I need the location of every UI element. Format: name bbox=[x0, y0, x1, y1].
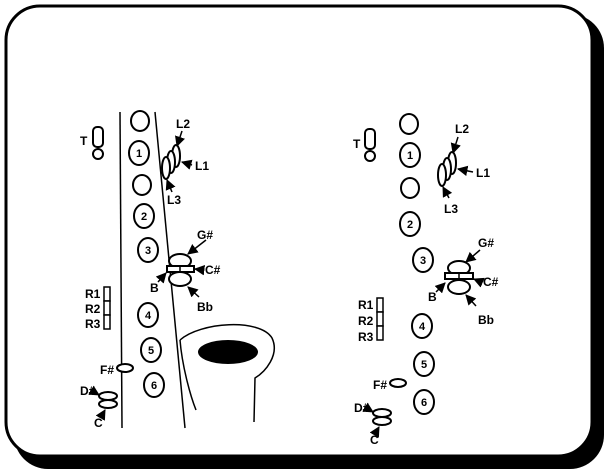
label-g-sharp: G# bbox=[478, 236, 494, 250]
key-top-oval bbox=[130, 110, 150, 132]
left-diagram: T 1 2 3 4 5 6 bbox=[80, 110, 275, 430]
key-c bbox=[98, 399, 118, 409]
thumb-key bbox=[364, 128, 376, 162]
key-4: 4 bbox=[411, 313, 433, 339]
label-l3: L3 bbox=[167, 193, 181, 207]
label-r3: R3 bbox=[85, 317, 101, 331]
key-f-sharp bbox=[389, 378, 407, 388]
label-l3: L3 bbox=[444, 202, 458, 216]
svg-text:6: 6 bbox=[151, 380, 157, 392]
label-b: B bbox=[428, 290, 437, 304]
key-4: 4 bbox=[137, 302, 159, 328]
label-r2: R2 bbox=[358, 314, 374, 328]
label-f-sharp: F# bbox=[373, 378, 387, 392]
svg-text:1: 1 bbox=[136, 148, 142, 160]
label-l1: L1 bbox=[195, 159, 209, 173]
label-l1: L1 bbox=[476, 166, 490, 180]
label-d-sharp: D# bbox=[80, 384, 96, 398]
label-c: C bbox=[370, 433, 379, 447]
label-r3: R3 bbox=[358, 330, 374, 344]
key-d-sharp bbox=[98, 391, 118, 401]
side-key-r2 bbox=[376, 311, 384, 327]
label-f-sharp: F# bbox=[100, 363, 114, 377]
key-b-flat bbox=[447, 279, 471, 295]
side-key-r1 bbox=[376, 297, 384, 313]
sax-bell bbox=[179, 323, 275, 423]
right-diagram: T 1 2 3 4 5 6 bbox=[353, 113, 499, 447]
key-3: 3 bbox=[412, 247, 434, 273]
key-5: 5 bbox=[140, 337, 162, 363]
key-2: 2 bbox=[133, 203, 155, 229]
label-r1: R1 bbox=[85, 287, 101, 301]
key-3: 3 bbox=[137, 237, 159, 263]
label-l2: L2 bbox=[176, 117, 190, 131]
palm-key-l3 bbox=[437, 163, 447, 187]
svg-text:3: 3 bbox=[420, 255, 426, 267]
label-c: C bbox=[94, 416, 103, 430]
label-r2: R2 bbox=[85, 302, 101, 316]
side-key-r3 bbox=[103, 314, 111, 330]
key-2: 2 bbox=[399, 211, 421, 237]
key-open-oval-1 bbox=[400, 177, 420, 199]
key-6: 6 bbox=[143, 372, 165, 398]
key-d-sharp bbox=[372, 408, 392, 418]
key-open-oval-1 bbox=[132, 174, 152, 196]
label-t: T bbox=[80, 134, 88, 148]
sax-bell-opening bbox=[198, 340, 258, 364]
label-c-sharp: C# bbox=[483, 275, 499, 289]
label-c-sharp: C# bbox=[205, 263, 221, 277]
svg-text:3: 3 bbox=[145, 245, 151, 257]
svg-text:4: 4 bbox=[145, 310, 152, 322]
label-b: B bbox=[150, 281, 159, 295]
side-key-r3 bbox=[376, 325, 384, 341]
label-l2: L2 bbox=[455, 122, 469, 136]
key-1: 1 bbox=[399, 142, 421, 168]
key-f-sharp bbox=[116, 363, 134, 373]
thumb-key bbox=[92, 126, 104, 160]
key-1: 1 bbox=[128, 140, 150, 166]
side-key-r2 bbox=[103, 300, 111, 316]
palm-key-l3 bbox=[161, 156, 171, 180]
svg-text:2: 2 bbox=[407, 219, 413, 231]
label-b-flat: Bb bbox=[478, 313, 494, 327]
key-top-oval bbox=[399, 113, 419, 135]
svg-text:1: 1 bbox=[407, 150, 413, 162]
key-6: 6 bbox=[413, 389, 435, 415]
key-c bbox=[372, 416, 392, 426]
svg-text:2: 2 bbox=[141, 211, 147, 223]
sax-body-left-edge bbox=[119, 111, 123, 429]
label-t: T bbox=[353, 137, 361, 151]
label-r1: R1 bbox=[358, 298, 374, 312]
key-b-flat bbox=[168, 271, 192, 287]
label-b-flat: Bb bbox=[197, 300, 213, 314]
label-d-sharp: D# bbox=[354, 401, 370, 415]
svg-text:6: 6 bbox=[421, 397, 427, 409]
svg-text:5: 5 bbox=[148, 345, 154, 357]
svg-text:4: 4 bbox=[419, 321, 426, 333]
label-g-sharp: G# bbox=[197, 228, 213, 242]
side-key-r1 bbox=[103, 286, 111, 302]
key-5: 5 bbox=[413, 351, 435, 377]
svg-text:5: 5 bbox=[421, 359, 427, 371]
